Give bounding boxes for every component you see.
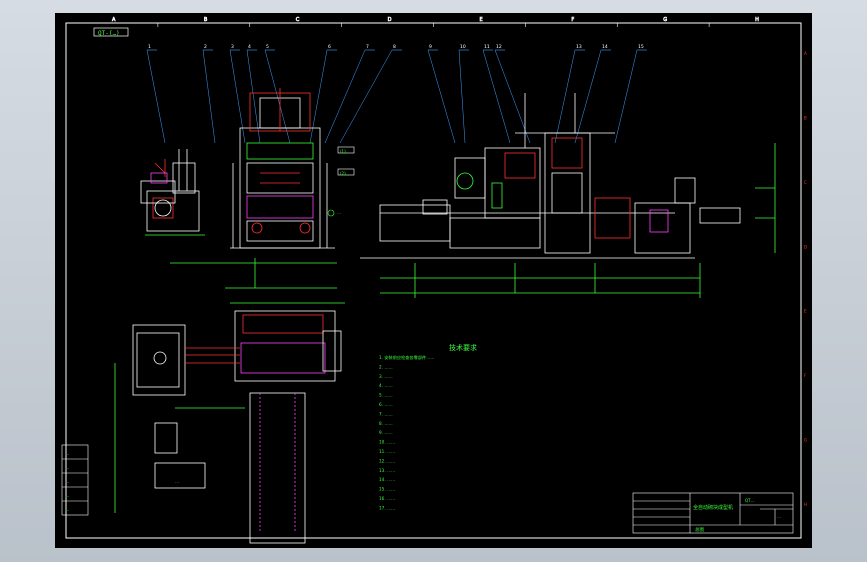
tech-line: 9. ……	[379, 430, 393, 435]
zone-marker: C	[296, 17, 300, 23]
zone-markers-right: A B C D E F G H	[804, 51, 807, 507]
callout-number: 13	[576, 44, 582, 50]
zone-marker: F	[571, 17, 574, 23]
left-table-cell: …	[65, 466, 70, 471]
side-label-2: (2)…	[340, 171, 350, 176]
callout-number: 2	[204, 44, 207, 50]
tech-line: 1. 安装前应检查各零部件……	[379, 354, 435, 361]
callout-number: 9	[429, 44, 432, 50]
callout-number: 15	[638, 44, 644, 50]
side-annotations: (1)… (2)… …	[327, 146, 355, 217]
tech-line: 10. ……	[379, 440, 395, 445]
callout-number: 12	[496, 44, 502, 50]
zone-marker-right: C	[804, 180, 807, 185]
callout-number: 4	[248, 44, 251, 50]
hopper-label: …	[175, 479, 179, 484]
tech-line: 4. ……	[379, 383, 393, 388]
callout-number: 8	[393, 44, 396, 50]
tech-line: 5. ……	[379, 393, 393, 398]
side-label-1: (1)…	[340, 149, 350, 154]
code-box	[93, 27, 129, 37]
zone-marker-right: D	[804, 244, 807, 249]
zone-marker: D	[388, 17, 392, 23]
zone-markers-top: A B C D E F G H	[112, 17, 759, 27]
callout-number: 10	[460, 44, 466, 50]
zone-marker-right: A	[804, 51, 807, 56]
callout-number: 11	[484, 44, 490, 50]
title-block-name: 全自动砌块成型机	[693, 504, 733, 511]
zone-marker-right: G	[804, 437, 807, 442]
left-table-text: … … … … …	[65, 452, 70, 513]
tech-line: 2. ……	[379, 364, 393, 369]
plan-view	[114, 302, 345, 544]
zone-marker: G	[663, 17, 667, 23]
callout-number: 6	[328, 44, 331, 50]
code-box-text: QT-(…)	[98, 30, 120, 37]
tech-line: 15. ……	[379, 487, 395, 492]
left-table-cell: …	[65, 508, 70, 513]
zone-marker: H	[755, 17, 759, 23]
title-block-bottom: 总图	[695, 526, 704, 533]
tech-line: 6. ……	[379, 402, 393, 407]
side-label-3: …	[337, 210, 341, 215]
callout-number: 3	[231, 44, 234, 50]
tech-line: 3. ……	[379, 374, 393, 379]
zone-marker-right: E	[804, 309, 807, 314]
left-table	[61, 444, 89, 516]
zone-marker: A	[112, 17, 116, 23]
tech-requirements: 1. 安装前应检查各零部件…… 2. …… 3. …… 4. …… 5. …… 6. ………	[379, 354, 435, 510]
zone-marker: E	[479, 17, 482, 23]
zone-marker-right: F	[804, 373, 807, 378]
tech-line: 17. ……	[379, 505, 395, 510]
sheet-border	[65, 22, 802, 539]
callout-number: 5	[266, 44, 269, 50]
side-view-small	[140, 149, 205, 236]
callout-number: 14	[602, 44, 608, 50]
left-table-cell: …	[65, 452, 70, 457]
tech-line: 11. ……	[379, 449, 395, 454]
tech-line: 12. ……	[379, 458, 395, 463]
zone-marker: B	[204, 17, 208, 23]
left-table-cell: …	[65, 494, 70, 499]
tech-line: 8. ……	[379, 421, 393, 426]
title-block	[632, 492, 794, 534]
tech-line: 16. ……	[379, 496, 395, 501]
left-table-cell: …	[65, 480, 70, 485]
tech-title: 技术要求	[449, 343, 477, 352]
tech-line: 13. ……	[379, 468, 395, 473]
callout-number: 7	[366, 44, 369, 50]
tech-line: 7. ……	[379, 411, 393, 416]
zone-marker-right: H	[804, 502, 807, 507]
title-block-scale: …	[777, 514, 781, 519]
title-block-code: QT…	[745, 498, 755, 503]
tech-line: 14. ……	[379, 477, 395, 482]
callout-number: 1	[148, 44, 151, 50]
front-view	[170, 88, 337, 289]
zone-marker-right: B	[804, 116, 807, 121]
line-elevation	[360, 93, 776, 298]
